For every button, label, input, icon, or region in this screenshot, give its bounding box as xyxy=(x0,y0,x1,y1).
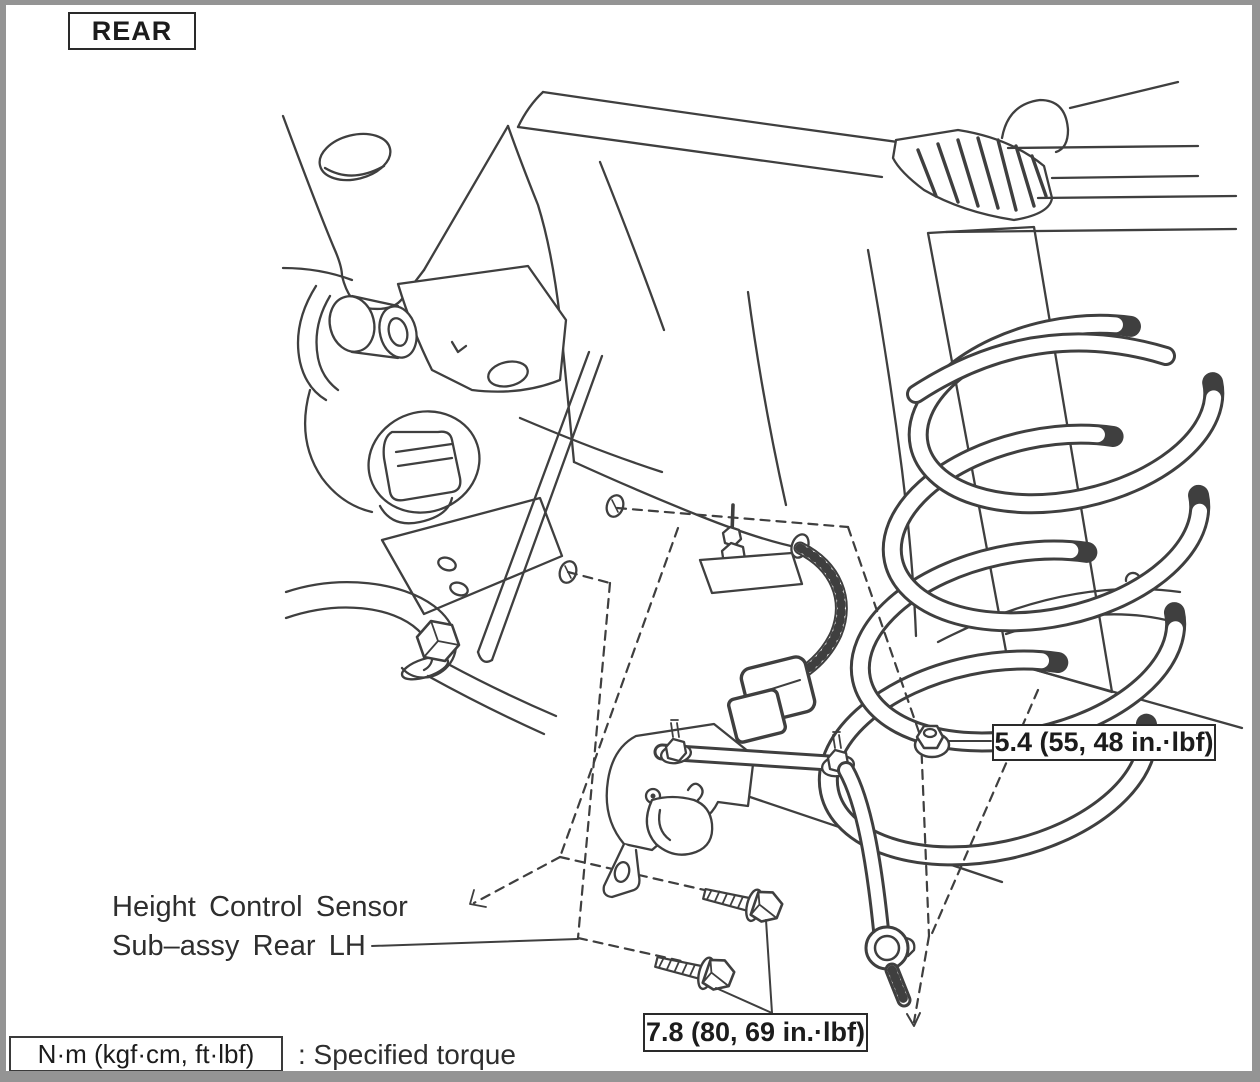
sensor-link-rod xyxy=(837,761,916,1008)
sensor-lever-arm xyxy=(653,719,856,778)
leader-lines xyxy=(371,740,992,1014)
part-label-line2: Sub–assy Rear LH xyxy=(112,930,366,962)
torque-callout-nut: 5.4 (55, 48 in.·lbf) xyxy=(992,724,1216,761)
stabilizer-bar-left xyxy=(284,581,558,736)
flange-nut xyxy=(913,724,951,759)
torque-legend: N·m (kgf·cm, ft·lbf) : Specified torque xyxy=(9,1036,516,1071)
sensor-mounting-bracket xyxy=(476,350,625,663)
stabilizer-clamp-bolt xyxy=(415,619,461,663)
sensor-top-mount xyxy=(698,503,804,595)
sensor-body xyxy=(645,795,714,856)
dashed-arrowhead xyxy=(906,1012,921,1027)
dashed-end-hook xyxy=(469,889,487,908)
trailing-arm xyxy=(296,264,568,616)
view-label-badge: REAR xyxy=(68,12,196,50)
torque-unit-box: N·m (kgf·cm, ft·lbf) xyxy=(9,1036,283,1071)
flange-bolt-upper xyxy=(699,875,786,929)
torque-callout-bolts: 7.8 (80, 69 in.·lbf) xyxy=(643,1013,868,1052)
stabilizer-bar-top xyxy=(516,80,1238,234)
harness-connector xyxy=(726,655,817,744)
part-label: Height Control Sensor Sub–assy Rear LH xyxy=(112,888,408,966)
part-label-line1: Height Control Sensor xyxy=(112,891,408,923)
flange-bolt-lower xyxy=(651,943,738,997)
height-control-sensor xyxy=(602,503,916,1008)
torque-legend-description: : Specified torque xyxy=(298,1039,516,1070)
boot-hatched xyxy=(891,128,1054,222)
frame-rails xyxy=(281,114,788,507)
